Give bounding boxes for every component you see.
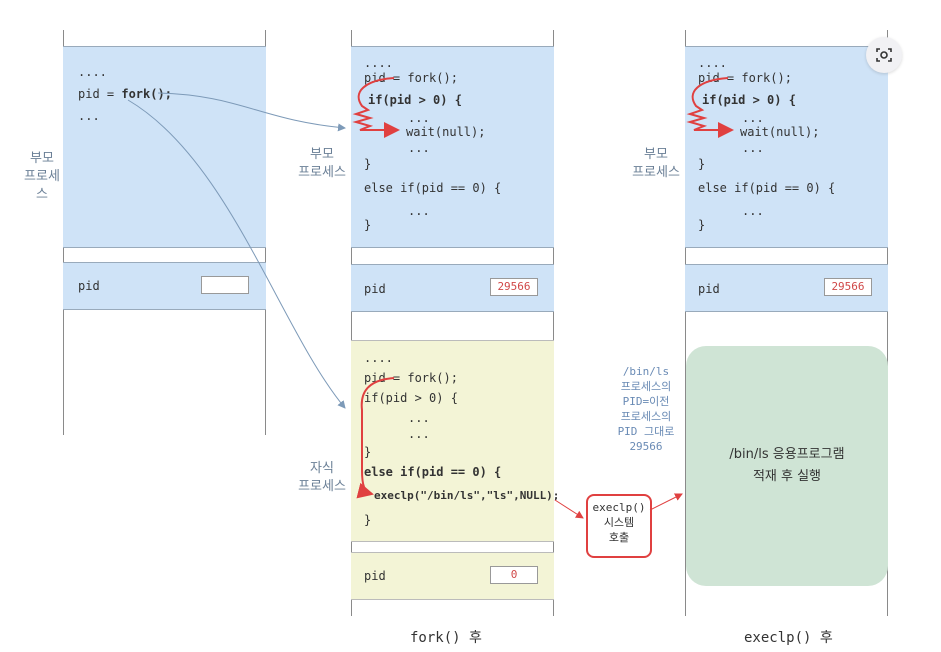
right-p-line-4: wait(null); [740, 125, 820, 139]
right-p-line-0: .... [698, 56, 727, 70]
scan-icon [876, 48, 892, 62]
mid-p-line-8: ... [408, 204, 430, 218]
fork-arrow-child [127, 99, 346, 409]
mid-p-line-0: .... [364, 56, 393, 70]
mid-c-line-2: if(pid > 0) { [364, 391, 458, 405]
syscall-to-loaded-arrow [649, 493, 683, 511]
mid-c-line-7: execlp("/bin/ls","ls",NULL); [374, 489, 560, 502]
fork-arrow-parent [157, 92, 346, 132]
mid-p-line-4: wait(null); [406, 125, 486, 139]
right-p-line-1: pid = fork(); [698, 71, 792, 85]
right-p-line-6: } [698, 157, 706, 171]
loaded-program-text: /bin/ls 응용프로그램 적재 후 실행 [729, 447, 845, 484]
left-code-line-2: ... [78, 109, 100, 123]
mid-parent-pid-value: 29566 [490, 278, 538, 296]
mid-c-line-8: } [364, 513, 372, 527]
child-exec-path [356, 377, 395, 499]
mid-p-line-3: ... [408, 111, 430, 125]
right-caption: execlp() 후 [744, 630, 833, 646]
mid-child-pid-value: 0 [490, 566, 538, 584]
scan-button[interactable] [866, 37, 902, 73]
mid-p-line-6: } [364, 157, 372, 171]
right-p-line-9: } [698, 218, 706, 232]
mid-c-line-0: .... [364, 351, 393, 365]
right-parent-exec-path [686, 77, 734, 138]
mid-c-line-4: ... [408, 427, 430, 441]
mid-c-line-1: pid = fork(); [364, 371, 458, 385]
left-pid-label: pid [78, 279, 100, 293]
mid-c-line-5: } [364, 445, 372, 459]
right-parent-label: 부모 프로세스 [632, 147, 680, 180]
mid-p-line-2: if(pid > 0) { [368, 93, 462, 107]
right-p-line-5: ... [742, 141, 764, 155]
right-pid-value: 29566 [824, 278, 872, 296]
mid-c-line-6: else if(pid == 0) { [364, 465, 502, 479]
right-p-line-7: else if(pid == 0) { [698, 181, 836, 195]
middle-child-label: 자식 프로세스 [298, 461, 346, 494]
mid-child-pid-label: pid [364, 569, 386, 583]
right-pid-note: /bin/ls 프로세스의 PID=이전 프로세스의 PID 그대로 29566 [617, 365, 675, 453]
mid-parent-exec-path [352, 77, 400, 138]
left-parent-code-area [63, 46, 266, 248]
mid-p-line-9: } [364, 218, 372, 232]
left-code-line-0: .... [78, 65, 107, 79]
right-p-line-3: ... [742, 111, 764, 125]
mid-parent-pid-label: pid [364, 282, 386, 296]
right-pid-label: pid [698, 282, 720, 296]
middle-child-code-area [351, 340, 554, 542]
left-parent-label: 부모 프로세스 [24, 151, 60, 202]
right-p-line-2: if(pid > 0) { [702, 93, 796, 107]
mid-p-line-7: else if(pid == 0) { [364, 181, 502, 195]
loaded-program-area [686, 346, 888, 586]
left-code-line-1: pid = fork(); [78, 87, 172, 101]
middle-caption: fork() 후 [410, 630, 482, 646]
execlp-syscall-box: execlp() 시스템 호출 [586, 494, 652, 558]
right-p-line-8: ... [742, 204, 764, 218]
mid-p-line-1: pid = fork(); [364, 71, 458, 85]
middle-parent-label: 부모 프로세스 [298, 147, 346, 180]
mid-c-line-3: ... [408, 411, 430, 425]
mid-p-line-5: ... [408, 141, 430, 155]
execlp-to-syscall-arrow [554, 499, 584, 519]
left-pid-value [201, 276, 249, 294]
